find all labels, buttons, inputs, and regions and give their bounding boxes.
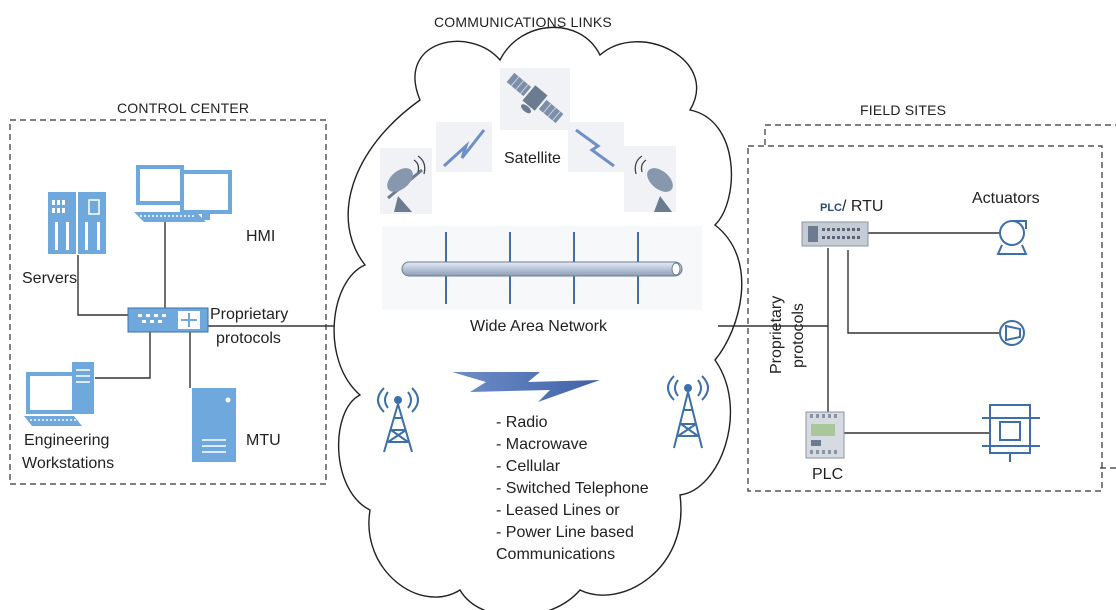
- plc-badge-label: PLC: [820, 202, 842, 214]
- wireless-signal-right-icon: [568, 122, 624, 172]
- satellite-dish-right-icon: [624, 146, 676, 212]
- satellite-icon: [500, 68, 570, 130]
- radio-tower-right-icon: [667, 375, 709, 449]
- valve-cylinder-icon: [982, 404, 1040, 462]
- engineering-label-line1: Engineering: [24, 432, 110, 449]
- mtu-label: MTU: [246, 432, 281, 449]
- engineering-workstation-icon: [24, 362, 94, 426]
- field-sites-title: FIELD SITES: [860, 102, 947, 118]
- field-proprietary-line1: Proprietary: [768, 295, 785, 374]
- plc-rtu-label: / RTU: [842, 198, 884, 215]
- actuators-label: Actuators: [972, 190, 1040, 207]
- comm-media-list: - Radio - Macrowave - Cellular - Switche…: [496, 412, 649, 566]
- comm-media-item: Communications: [496, 546, 616, 563]
- plc-rtu-icon: [801, 221, 869, 247]
- satellite-label: Satellite: [504, 150, 561, 167]
- network-switch-icon: [127, 307, 209, 333]
- comm-media-item: - Power Line based: [496, 524, 634, 541]
- satellite-dish-left-icon: [380, 148, 432, 214]
- engineering-label-line2: Workstations: [22, 455, 115, 472]
- comm-media-item: - Leased Lines or: [496, 502, 620, 519]
- servers-icon: [48, 192, 106, 254]
- field-proprietary-line2: protocols: [790, 303, 807, 368]
- field-sites-back-box: [764, 124, 1116, 469]
- hmi-icon: [134, 165, 232, 222]
- comm-media-item: - Radio: [496, 414, 548, 431]
- control-center-links: [77, 220, 335, 388]
- wireless-signal-left-icon: [436, 122, 492, 172]
- comm-media-item: - Switched Telephone: [496, 480, 649, 497]
- wan-label: Wide Area Network: [470, 318, 607, 335]
- control-center-title: CONTROL CENTER: [117, 100, 250, 116]
- communications-links-title: COMMUNICATIONS LINKS: [434, 14, 612, 30]
- wireless-link-bolt-icon: [452, 372, 600, 402]
- wan-backbone-icon: [382, 226, 702, 310]
- control-proprietary-line2: protocols: [216, 330, 281, 347]
- hmi-label: HMI: [246, 228, 276, 245]
- mtu-icon: [192, 388, 236, 462]
- plc-icon: [805, 411, 845, 459]
- control-proprietary-line1: Proprietary: [210, 306, 289, 323]
- servers-label: Servers: [22, 270, 78, 287]
- field-sites-box: [747, 145, 1103, 492]
- compressor-icon: [999, 320, 1025, 346]
- plc-label: PLC: [812, 466, 844, 483]
- pump-actuator-icon: [996, 220, 1028, 255]
- radio-tower-left-icon: [377, 387, 419, 453]
- comm-media-item: - Macrowave: [496, 436, 588, 453]
- comm-media-item: - Cellular: [496, 458, 561, 475]
- field-site-links: [718, 232, 1000, 434]
